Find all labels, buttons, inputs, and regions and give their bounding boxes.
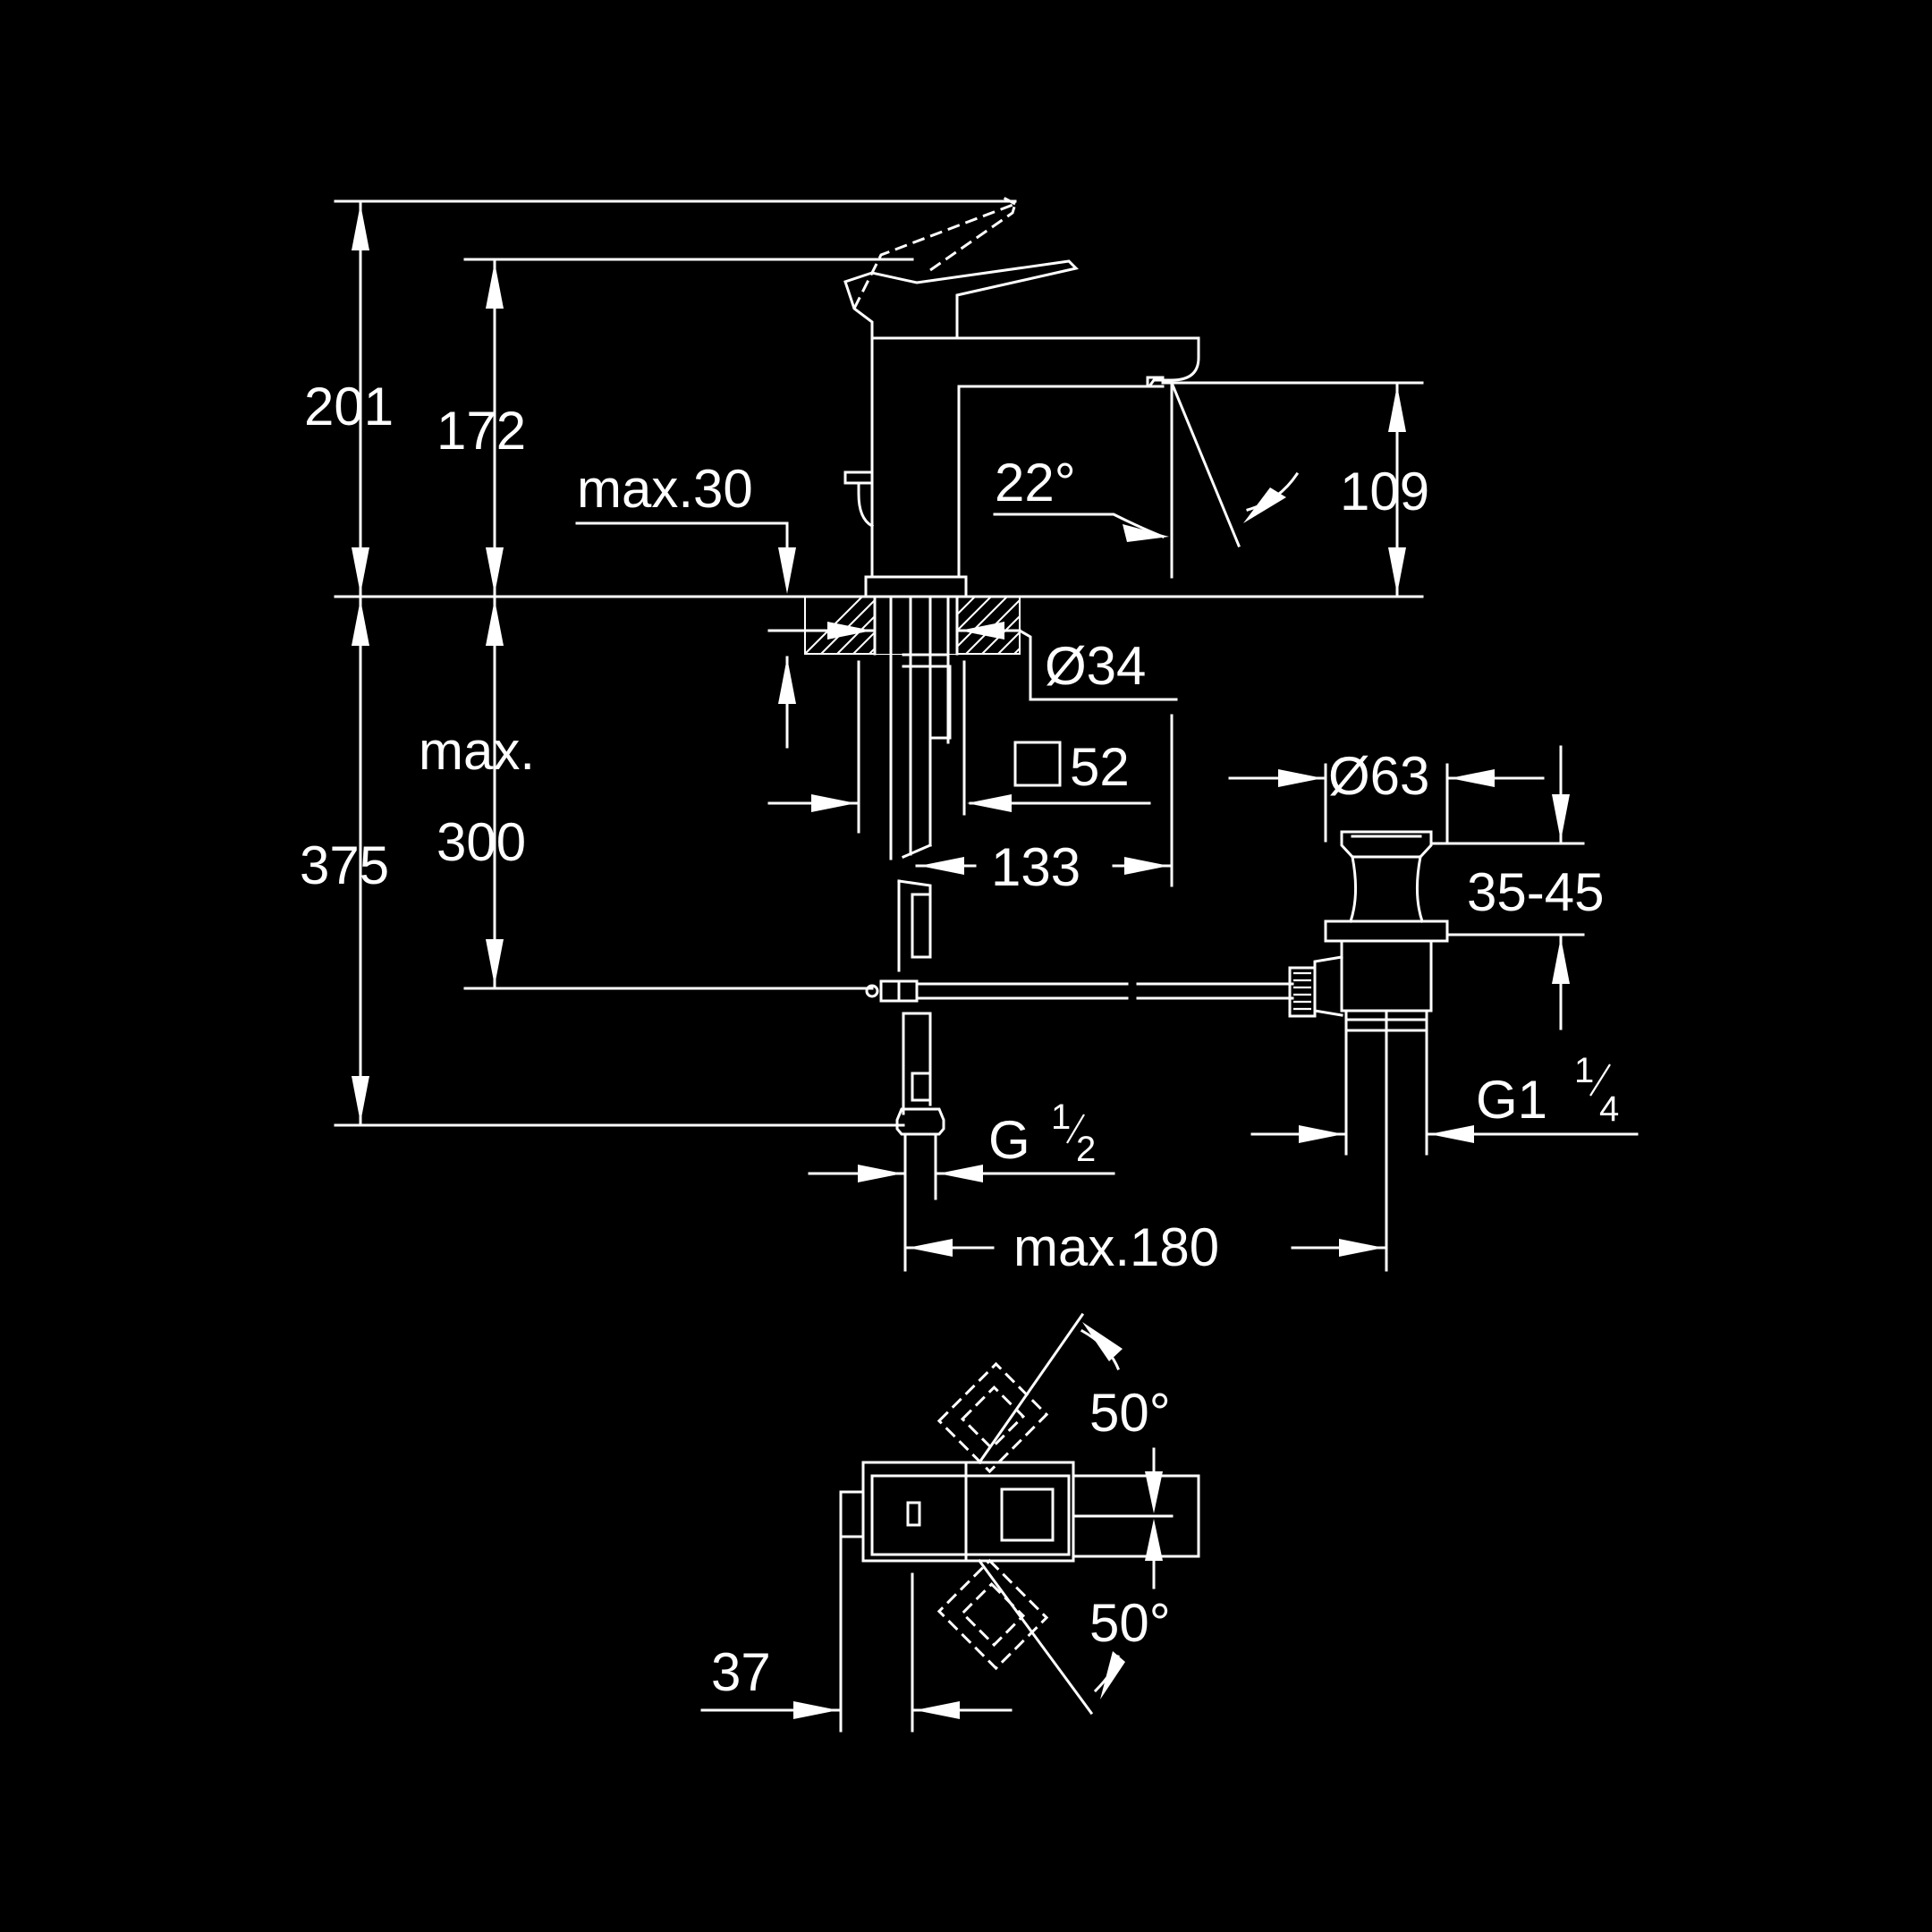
label-below-deck-value: 300 <box>436 812 526 872</box>
label-waste-thread-prefix: G1 <box>1476 1070 1547 1130</box>
pop-up-waste <box>1288 830 1449 1272</box>
arrowheads <box>352 204 1570 1257</box>
label-supply-thread-num: 1 <box>1051 1097 1071 1137</box>
label-supply-thread-prefix: G <box>988 1110 1030 1170</box>
faucet-side-view <box>843 195 1200 598</box>
fraction-slash <box>1066 1114 1085 1144</box>
label-rotation-top: 50° <box>1089 1383 1171 1443</box>
label-waste-thread-den: 4 <box>1599 1089 1619 1129</box>
label-lever-height: 172 <box>436 401 526 461</box>
label-projection: 133 <box>991 837 1080 897</box>
label-overall-height: 201 <box>304 377 394 436</box>
label-deck-thickness: max.30 <box>577 459 753 519</box>
label-spout-height: 109 <box>1340 462 1429 521</box>
shank-and-hoses <box>865 595 1294 1200</box>
label-below-deck-total: 375 <box>300 835 389 895</box>
label-spout-angle: 22° <box>995 453 1076 513</box>
hatch-line <box>949 596 1008 655</box>
square-symbol-icon <box>1013 741 1062 787</box>
label-supply-thread-den: 2 <box>1076 1130 1096 1169</box>
label-base-square: 52 <box>1070 737 1130 797</box>
label-rotation-bottom: 50° <box>1089 1593 1171 1653</box>
plan-view <box>700 1312 1200 1733</box>
deck-section <box>804 595 1021 656</box>
dimension-labels: 201 172 max.30 22° 109 Ø34 52 max. 300 3… <box>300 377 1619 1702</box>
fraction-slash <box>1589 1063 1611 1097</box>
label-pop-up-distance: max.180 <box>1013 1217 1219 1277</box>
label-waste-range: 35-45 <box>1467 862 1604 922</box>
hatch-line <box>997 631 1021 655</box>
label-shank-diameter: Ø34 <box>1045 636 1146 696</box>
hatch-line <box>1013 648 1021 655</box>
label-plan-offset: 37 <box>711 1642 771 1702</box>
hatch-line <box>820 596 879 655</box>
label-waste-diameter: Ø63 <box>1328 746 1429 806</box>
label-below-deck-max: max. <box>419 721 535 781</box>
label-waste-thread-num: 1 <box>1574 1051 1594 1090</box>
